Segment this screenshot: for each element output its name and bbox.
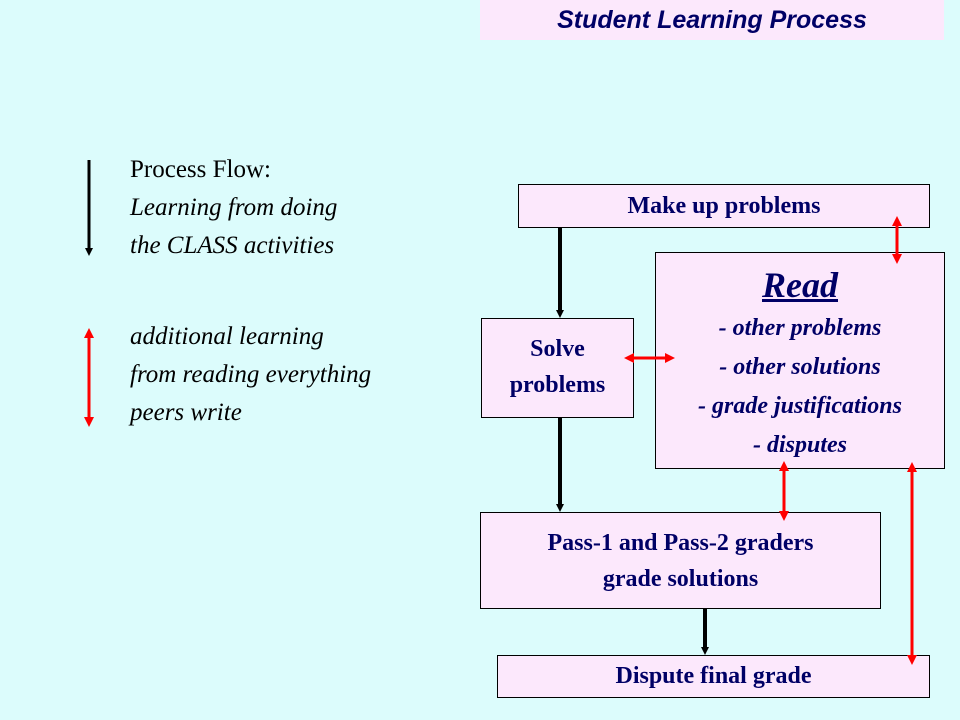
read-item-disputes: - disputes xyxy=(752,432,847,458)
legend-process-flow-heading: Process Flow: xyxy=(130,156,271,183)
read-item-other-solutions: - other solutions xyxy=(719,354,881,380)
read-box: Read - other problems - other solutions … xyxy=(655,252,945,469)
read-title: Read xyxy=(762,265,838,305)
legend-additional-line3: peers write xyxy=(130,399,242,426)
graders-line1: Pass-1 and Pass-2 graders xyxy=(547,530,814,556)
graders-box: Pass-1 and Pass-2 graders grade solution… xyxy=(480,512,881,609)
read-item-grade-justifications: - grade justifications xyxy=(697,393,902,419)
make-up-problems-box: Make up problems xyxy=(518,184,930,228)
legend-additional-line1: additional learning xyxy=(130,323,324,350)
legend-process-flow-line3: the CLASS activities xyxy=(130,232,335,259)
legend-process-flow: Process Flow: Learning from doing the CL… xyxy=(130,151,337,265)
read-item-other-problems: - other problems xyxy=(718,315,882,341)
solve-problems-box: Solve problems xyxy=(481,318,634,418)
legend-process-flow-line2: Learning from doing xyxy=(130,194,338,221)
solve-problems-line1: Solve xyxy=(530,336,585,362)
legend-additional-line2: from reading everything xyxy=(130,361,372,388)
legend-additional-learning: additional learning from reading everyth… xyxy=(130,318,371,432)
page-title: Student Learning Process xyxy=(480,0,944,40)
graders-line2: grade solutions xyxy=(602,566,759,592)
solve-problems-line2: problems xyxy=(509,372,606,398)
dispute-final-grade-box: Dispute final grade xyxy=(497,655,930,698)
